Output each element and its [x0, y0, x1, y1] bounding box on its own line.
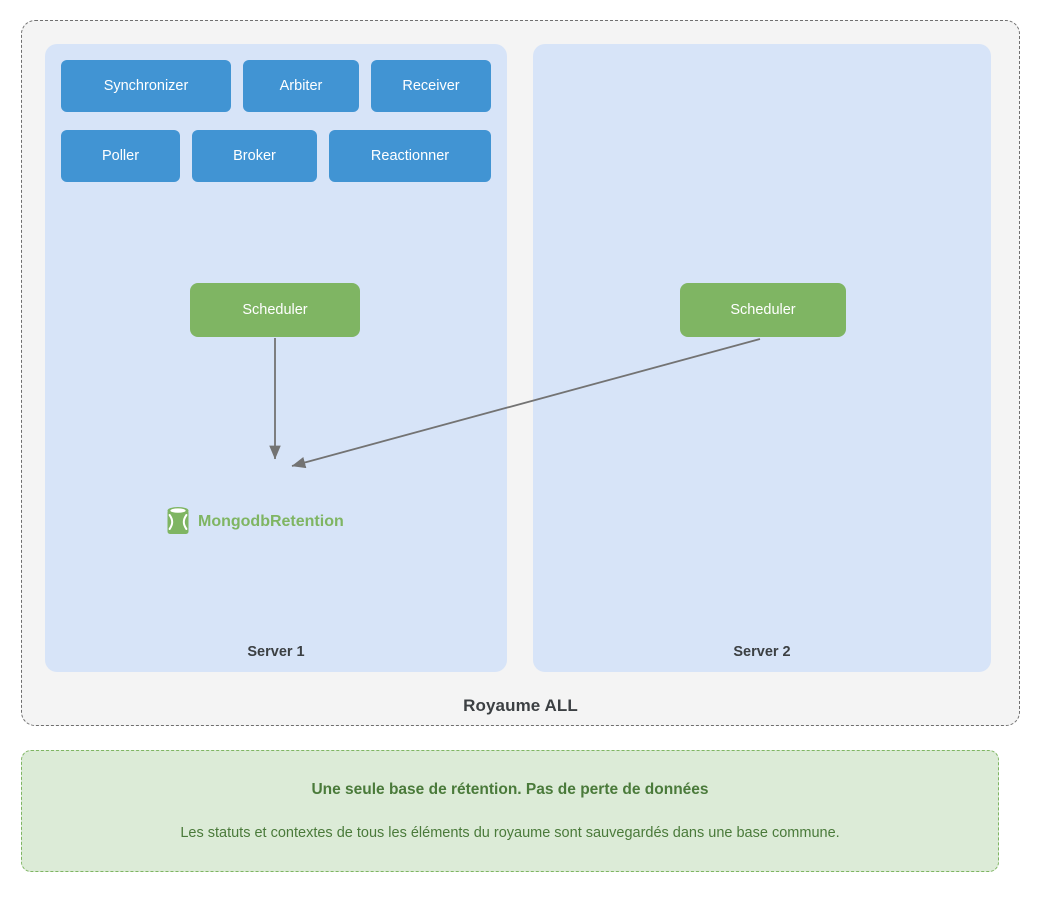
mongodb-retention-node[interactable]: MongodbRetention [165, 506, 344, 538]
daemon-box-poller[interactable]: Poller [61, 130, 180, 182]
daemon-box-broker[interactable]: Broker [192, 130, 317, 182]
note-body: Les statuts et contextes de tous les élé… [180, 825, 840, 841]
scheduler-box-server-2[interactable]: Scheduler [680, 283, 846, 337]
server-label-server-2: Server 2 [733, 644, 791, 660]
server-label-server-1: Server 1 [247, 644, 305, 660]
database-icon [165, 506, 191, 538]
daemon-box-receiver[interactable]: Receiver [371, 60, 491, 112]
daemon-box-synchronizer[interactable]: Synchronizer [61, 60, 231, 112]
daemon-box-arbiter[interactable]: Arbiter [243, 60, 359, 112]
note-panel: Une seule base de rétention. Pas de pert… [21, 750, 999, 872]
note-title: Une seule base de rétention. Pas de pert… [311, 781, 709, 798]
server-panel-server-2: Scheduler Server 2 [533, 44, 991, 672]
realm-title: Royaume ALL [463, 696, 578, 715]
daemon-box-reactionner[interactable]: Reactionner [329, 130, 491, 182]
mongodb-retention-label: MongodbRetention [198, 513, 344, 530]
scheduler-box-server-1[interactable]: Scheduler [190, 283, 360, 337]
server-panel-server-1: Synchronizer Arbiter Receiver Poller Bro… [45, 44, 507, 672]
